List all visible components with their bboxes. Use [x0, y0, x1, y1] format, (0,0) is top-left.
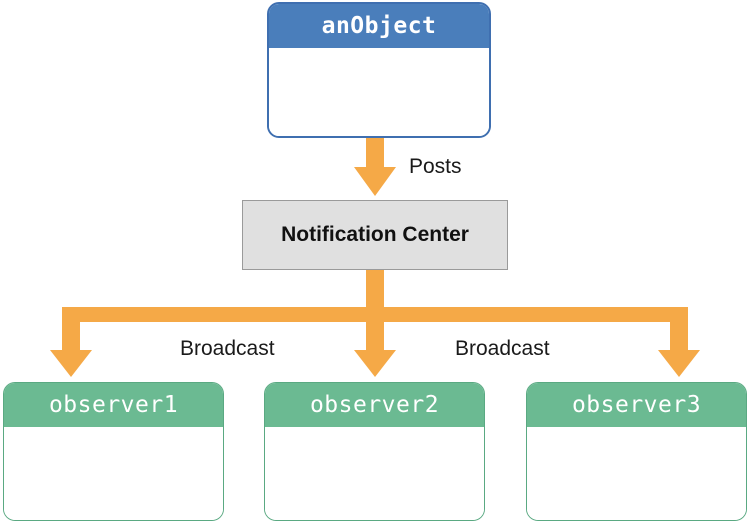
object-box-anobject-body [269, 48, 489, 136]
object-box-observer1-title: observer1 [4, 383, 223, 427]
edge-label-broadcast-left: Broadcast [180, 337, 275, 360]
arrow-broadcast-mid [354, 307, 396, 377]
object-box-observer3-title: observer3 [527, 383, 746, 427]
edge-label-posts: Posts [409, 155, 462, 178]
edge-label-broadcast-right: Broadcast [455, 337, 550, 360]
object-box-observer3-body [527, 427, 746, 520]
arrow-broadcast-right [658, 307, 700, 377]
arrow-broadcast-left [50, 307, 92, 377]
object-box-observer1[interactable]: observer1 [3, 382, 224, 521]
process-box-notification-center[interactable]: Notification Center [242, 200, 508, 270]
object-box-anobject[interactable]: anObject [267, 2, 491, 138]
object-box-observer2[interactable]: observer2 [264, 382, 485, 521]
object-box-anobject-title: anObject [269, 4, 489, 48]
arrow-posts [354, 138, 396, 196]
object-box-observer1-body [4, 427, 223, 520]
object-box-observer2-body [265, 427, 484, 520]
object-box-observer2-title: observer2 [265, 383, 484, 427]
object-box-observer3[interactable]: observer3 [526, 382, 747, 521]
arrow-broadcast-bus [62, 270, 688, 322]
